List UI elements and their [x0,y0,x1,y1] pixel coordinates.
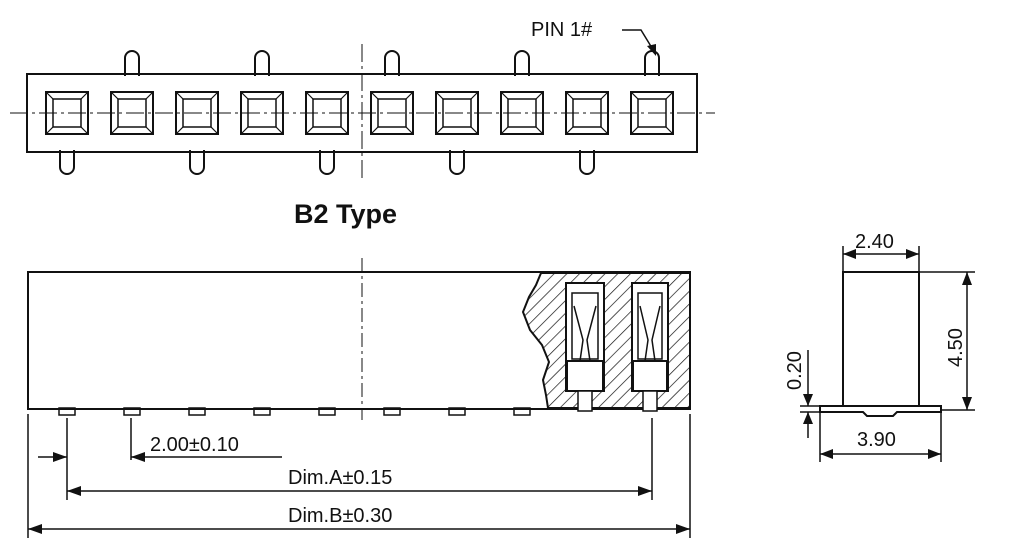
top-view-pin-3 [189,150,205,175]
side-height-label: 4.50 [945,328,967,367]
front-view-contact-1 [565,282,605,412]
socket-10 [630,91,674,135]
top-view-pin-2 [124,50,140,76]
top-view-pin-1 [59,150,75,175]
side-standoff-dimension: 0.20 [784,350,820,438]
top-view-pin-10 [644,50,660,76]
type-title: B2 Type [294,199,397,229]
front-view-contact-2 [631,282,669,412]
side-width-label: 2.40 [855,231,894,253]
dim-a-label: Dim.A±0.15 [288,467,392,489]
side-base-label: 3.90 [857,429,896,451]
socket-3 [175,91,219,135]
side-view-base [819,405,942,417]
top-view-pins [59,50,660,175]
top-view-pin-9 [579,150,595,175]
top-view-pin-4 [254,50,270,76]
side-standoff-label: 0.20 [784,351,806,390]
pin-1-arrowhead [647,44,656,56]
top-view-pin-6 [384,50,400,76]
pin-1-leader [622,29,653,49]
side-width-dimension: 2.40 [842,231,920,272]
dim-a-dimension: Dim.A±0.15 [67,467,652,496]
pin-1-label: PIN 1# [531,19,593,41]
side-height-dimension: 4.50 [919,271,975,411]
side-view: 2.40 4.50 0.20 3.90 [784,231,975,462]
top-view-pin-7 [449,150,465,175]
pitch-dimension-label: 2.00±0.10 [150,434,239,456]
top-view-pin-8 [514,50,530,76]
front-view: 2.00±0.10 Dim.A±0.15 Dim.B±0.30 [27,258,691,538]
top-view-pin-5 [319,150,335,175]
pitch-dimension: 2.00±0.10 [38,434,282,462]
top-view: PIN 1# [10,19,715,182]
side-base-dimension: 3.90 [819,412,942,462]
side-view-body [842,271,920,407]
dim-b-label: Dim.B±0.30 [288,505,392,527]
dim-b-dimension: Dim.B±0.30 [28,505,690,534]
